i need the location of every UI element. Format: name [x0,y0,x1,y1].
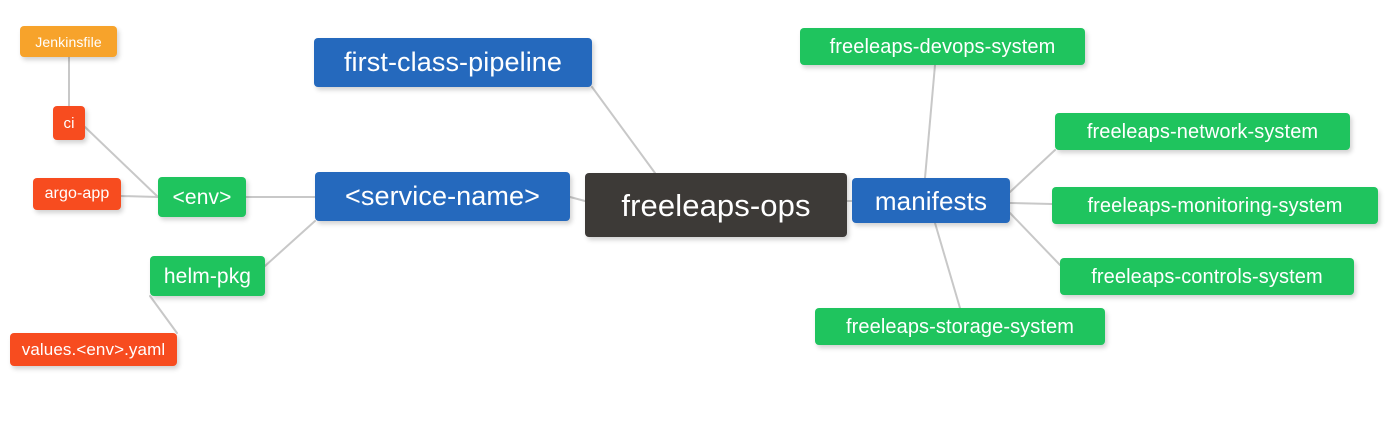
node-values-yaml[interactable]: values.<env>.yaml [10,333,177,366]
edge-first-class-pipeline-to-freeleaps-ops [591,86,656,174]
node-freeleaps-devops-system[interactable]: freeleaps-devops-system [800,28,1085,65]
edge-values-yaml-to-helm-pkg [149,295,178,334]
node-label-freeleaps-controls-system: freeleaps-controls-system [1091,265,1323,288]
node-label-first-class-pipeline: first-class-pipeline [343,47,563,77]
edge-manifests-to-freeleaps-storage-system [934,222,961,309]
edge-service-name-to-freeleaps-ops [569,196,586,202]
edge-manifests-to-freeleaps-devops-system [924,64,936,179]
node-ci[interactable]: ci [53,106,85,140]
node-freeleaps-monitoring-system[interactable]: freeleaps-monitoring-system [1052,187,1378,224]
node-label-jenkinsfile: Jenkinsfile [35,33,102,50]
edge-manifests-to-freeleaps-network-system [1009,149,1056,193]
node-manifests[interactable]: manifests [852,178,1010,223]
node-first-class-pipeline[interactable]: first-class-pipeline [314,38,592,87]
node-label-env: <env> [172,185,232,209]
node-argo-app[interactable]: argo-app [33,178,121,210]
node-label-freeleaps-ops: freeleaps-ops [621,187,811,223]
node-env[interactable]: <env> [158,177,246,217]
edge-argo-app-to-env [120,195,159,198]
node-label-freeleaps-monitoring-system: freeleaps-monitoring-system [1087,194,1343,217]
node-freeleaps-network-system[interactable]: freeleaps-network-system [1055,113,1350,150]
node-label-helm-pkg: helm-pkg [163,264,252,288]
edge-helm-pkg-to-service-name [264,220,316,267]
node-jenkinsfile[interactable]: Jenkinsfile [20,26,117,57]
node-label-argo-app: argo-app [44,185,110,202]
node-freeleaps-controls-system[interactable]: freeleaps-controls-system [1060,258,1354,295]
node-helm-pkg[interactable]: helm-pkg [150,256,265,296]
node-service-name[interactable]: <service-name> [315,172,570,221]
edge-manifests-to-freeleaps-monitoring-system [1009,202,1053,205]
node-label-ci: ci [63,114,75,132]
node-label-freeleaps-network-system: freeleaps-network-system [1086,120,1319,143]
node-label-service-name: <service-name> [345,181,540,211]
node-freeleaps-ops[interactable]: freeleaps-ops [585,173,847,237]
node-label-manifests: manifests [874,185,988,216]
node-label-values-yaml: values.<env>.yaml [21,340,166,359]
node-label-freeleaps-storage-system: freeleaps-storage-system [845,315,1075,338]
node-label-freeleaps-devops-system: freeleaps-devops-system [829,35,1056,58]
node-freeleaps-storage-system[interactable]: freeleaps-storage-system [815,308,1105,345]
